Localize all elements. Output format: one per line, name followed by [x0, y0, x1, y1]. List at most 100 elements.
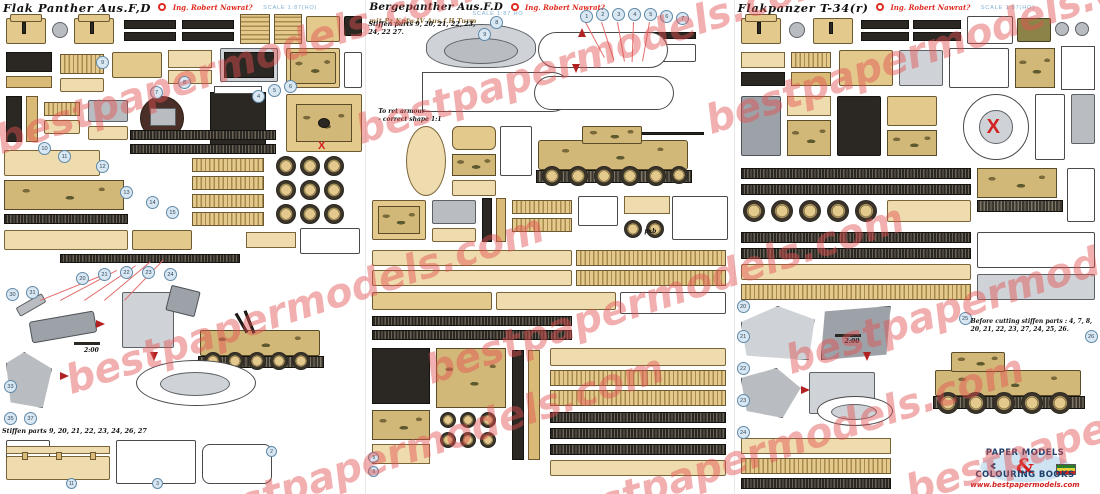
road-wheel: [620, 166, 641, 186]
callout-bubble[interactable]: 12: [96, 160, 109, 173]
panel-1-scale: SCALE 1:87(HO): [263, 5, 318, 11]
road-wheel: [854, 200, 877, 222]
part-piece: [26, 96, 38, 142]
brand-logo-url: www.bestpapermodels.com: [970, 481, 1080, 489]
panel-1-header: Flak Panther Aus.F,D Ing. Robert Nawrat?…: [0, 0, 365, 15]
callout-bubble[interactable]: 4: [628, 8, 642, 21]
part-piece: [1014, 48, 1055, 88]
panel-2-subtitle: mit Pz.Kpfw.IV Aus.f.H Turm: [369, 18, 477, 25]
road-wheel: [1020, 392, 1043, 414]
callout-bubble[interactable]: 30: [6, 288, 19, 301]
callout-bubble[interactable]: 6: [368, 466, 380, 477]
part-piece: [74, 18, 114, 44]
callout-bubble[interactable]: 13: [120, 186, 133, 199]
part-piece: [740, 284, 971, 300]
callout-bubble[interactable]: 5: [268, 84, 281, 97]
callout-bubble[interactable]: 37: [24, 412, 37, 425]
callout-bubble[interactable]: 7: [676, 12, 690, 25]
callout-bubble[interactable]: 26: [1084, 330, 1098, 343]
callout-bubble[interactable]: 2: [596, 8, 610, 21]
part-piece: [52, 22, 68, 38]
part-piece: [812, 18, 853, 44]
part-piece: [740, 96, 781, 156]
assembly-arrow: [96, 320, 105, 328]
part-piece: [966, 16, 1013, 44]
part-piece: [56, 452, 62, 460]
road-wheel: [992, 392, 1015, 414]
callout-bubble[interactable]: 6: [660, 10, 674, 23]
part-piece: [828, 22, 833, 34]
part-piece: [122, 292, 174, 348]
part-piece: [790, 52, 831, 68]
callout-bubble[interactable]: 4: [252, 90, 265, 103]
part-piece: [372, 292, 493, 310]
part-piece: [1070, 94, 1095, 144]
callout-bubble[interactable]: 9: [478, 28, 492, 41]
part-piece: [576, 250, 727, 266]
part-piece: [300, 228, 360, 254]
assembly-arrow: [572, 64, 581, 73]
callout-bubble[interactable]: 24: [164, 268, 177, 281]
turret-part: [452, 126, 497, 150]
callout-bubble[interactable]: 1: [580, 10, 594, 23]
part-piece: [90, 452, 96, 460]
callout-bubble[interactable]: 14: [146, 196, 159, 209]
callout-bubble[interactable]: 2: [266, 446, 277, 457]
callout-bubble[interactable]: 6: [284, 80, 297, 93]
road-wheel: [460, 432, 477, 448]
callout-bubble[interactable]: 25: [958, 312, 972, 325]
callout-bubble[interactable]: 3: [612, 8, 626, 21]
callout-bubble[interactable]: 20: [76, 272, 89, 285]
callout-bubble[interactable]: 22: [120, 266, 133, 279]
callout-bubble[interactable]: 9: [96, 56, 109, 69]
road-wheel: [270, 352, 288, 370]
track-strip: [372, 316, 573, 326]
scale-bar: [834, 334, 861, 337]
part-piece: [576, 270, 727, 286]
track-strip: [130, 144, 276, 154]
callout-bubble[interactable]: 10: [38, 142, 51, 155]
callout-bubble[interactable]: 22: [736, 362, 750, 375]
road-wheel: [480, 432, 497, 448]
callout-bubble[interactable]: 11: [66, 478, 77, 489]
panel-2-author: Ing. Robert Nawrat?: [524, 3, 605, 12]
part-piece: [344, 16, 362, 36]
callout-bubble[interactable]: 20: [736, 300, 750, 313]
part-piece: [886, 130, 937, 156]
callout-bubble[interactable]: 21: [736, 330, 750, 343]
part-piece: [372, 444, 431, 464]
callout-bubble[interactable]: 23: [736, 394, 750, 407]
callout-bubble[interactable]: 31: [26, 286, 39, 299]
hull-part: [444, 38, 519, 64]
x-mark-icon: X: [986, 116, 1000, 138]
callout-bubble[interactable]: 8: [178, 76, 191, 89]
part-piece: [740, 52, 785, 68]
callout-bubble[interactable]: 8: [490, 16, 504, 29]
part-piece: [240, 14, 270, 44]
callout-bubble[interactable]: 35: [4, 412, 17, 425]
hull-part: [534, 76, 675, 110]
callout-bubble[interactable]: 11: [58, 150, 71, 163]
callout-bubble[interactable]: 5: [644, 8, 658, 21]
panel-1-note-stiffen: Stiffen parts 9, 20, 21, 22, 23, 24, 26,…: [2, 427, 147, 435]
callout-bubble[interactable]: 15: [166, 206, 179, 219]
part-piece: [550, 460, 727, 476]
part-piece: [1060, 46, 1095, 90]
part-piece: [372, 348, 431, 404]
callout-bubble[interactable]: 33: [4, 380, 17, 393]
callout-bubble[interactable]: 3: [152, 478, 163, 489]
road-wheel: [300, 204, 320, 224]
road-wheel: [770, 200, 793, 222]
assembly-arrow: [150, 352, 158, 361]
callout-bubble[interactable]: 23: [142, 266, 155, 279]
road-wheel: [798, 200, 821, 222]
callout-bubble[interactable]: 24: [736, 426, 750, 439]
track-strip: [372, 330, 573, 340]
callout-bubble[interactable]: 7: [150, 86, 163, 99]
callout-bubble[interactable]: 21: [98, 268, 111, 281]
part-piece: [344, 52, 362, 88]
part-piece: [452, 180, 497, 196]
part-piece: [290, 52, 336, 84]
callout-bubble[interactable]: 5: [368, 452, 380, 463]
road-wheel: [670, 166, 689, 184]
